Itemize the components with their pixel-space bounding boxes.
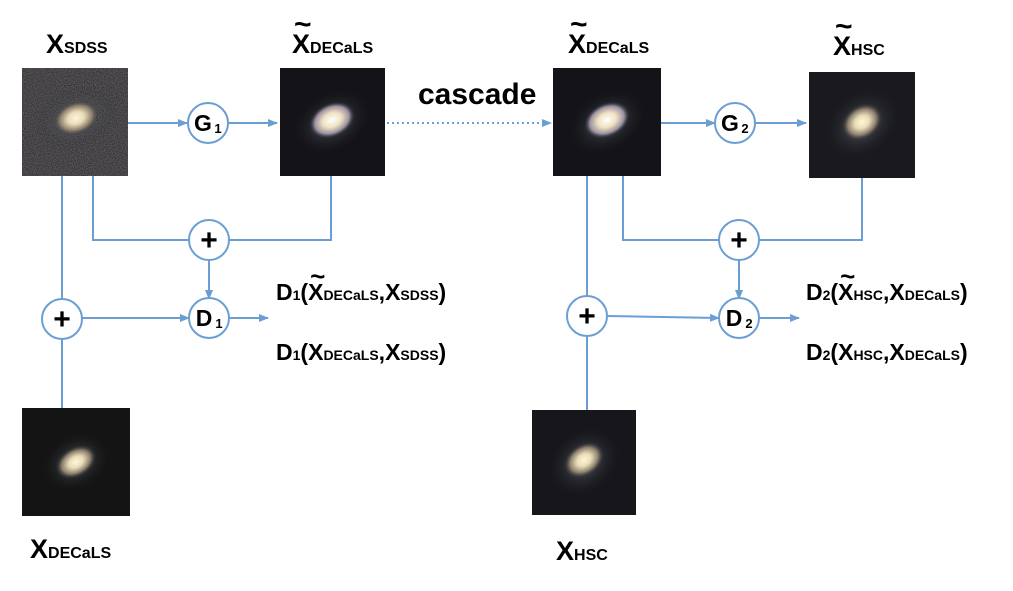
comma: , — [378, 339, 386, 365]
expr-d1-generated: D1(XDECaLS,XSDSS) — [276, 263, 447, 305]
g2-label: G — [721, 110, 739, 136]
arg2: X — [889, 339, 905, 365]
g2-subscript: 2 — [741, 121, 748, 136]
fn-sub: 1 — [292, 347, 301, 363]
expr-d1-real: D1(XDECaLS,XSDSS) — [276, 341, 446, 364]
galaxy-decals-input-image — [553, 68, 661, 176]
plus-symbol: + — [730, 224, 748, 257]
paren-open: ( — [830, 339, 839, 365]
arg1-sub: HSC — [853, 347, 883, 363]
cascade-label: cascade — [418, 78, 537, 111]
paren-close: ) — [959, 279, 968, 305]
arg2-sub: DECaLS — [904, 347, 960, 363]
fn-sub: 1 — [292, 287, 301, 303]
d1-label: D — [196, 305, 213, 331]
arg2-sub: SDSS — [400, 347, 439, 363]
arg2: X — [385, 339, 401, 365]
g1-node: G 1 — [187, 102, 229, 144]
label-x-decals-generated: XDECaLS — [292, 10, 374, 58]
galaxy-decals-real-image — [22, 408, 130, 516]
fn: D — [276, 339, 293, 365]
label-subscript: DECaLS — [310, 40, 374, 57]
arg1-sub: DECaLS — [323, 347, 379, 363]
paren-open: ( — [300, 339, 309, 365]
fn: D — [806, 339, 823, 365]
arg2-sub: SDSS — [400, 287, 439, 303]
paren-close: ) — [438, 339, 447, 365]
plus-node-right-top: + — [718, 219, 760, 261]
label-main: X — [30, 534, 49, 564]
label-x-hsc-generated: XHSC — [833, 12, 885, 60]
g1-subscript: 1 — [214, 121, 221, 136]
arg1-tilde: X — [838, 263, 854, 304]
label-subscript: HSC — [574, 547, 608, 564]
paren-close: ) — [959, 339, 968, 365]
comma: , — [883, 279, 890, 305]
fn: D — [806, 279, 823, 305]
label-x-hsc: XHSC — [556, 538, 608, 565]
arg1: X — [838, 339, 854, 365]
galaxy-hsc-real-image — [532, 410, 636, 515]
plus-node-right-bottom: + — [566, 295, 608, 337]
d2-node: D 2 — [718, 297, 760, 339]
label-subscript: SDSS — [64, 40, 108, 57]
label-x-sdss: XSDSS — [46, 31, 108, 58]
plus-symbol: + — [578, 300, 596, 333]
d2-subscript: 2 — [745, 316, 752, 331]
label-x-decals-input: XDECaLS — [568, 10, 650, 58]
label-main-tilde: X — [833, 12, 851, 60]
expr-d2-generated: D2(XHSC,XDECaLS) — [806, 263, 968, 305]
d1-node: D 1 — [188, 297, 230, 339]
galaxy-sdss-image — [22, 68, 128, 176]
arg2: X — [385, 279, 401, 305]
arg1-sub: HSC — [853, 287, 883, 303]
label-main-tilde: X — [292, 10, 310, 58]
plus-node-left-top: + — [188, 219, 230, 261]
fn-sub: 2 — [822, 287, 831, 303]
d2-label: D — [726, 305, 743, 331]
fn-sub: 2 — [822, 347, 831, 363]
connections — [61, 119, 863, 410]
plus-node-left-bottom: + — [41, 298, 83, 340]
label-main-tilde: X — [568, 10, 586, 58]
label-x-decals: XDECaLS — [30, 536, 111, 563]
arg1-sub: DECaLS — [323, 287, 379, 303]
fn: D — [276, 279, 293, 305]
plus-symbol: + — [200, 224, 218, 257]
arg2: X — [889, 279, 905, 305]
label-subscript: DECaLS — [586, 40, 650, 57]
paren-close: ) — [438, 279, 447, 305]
paren-open: ( — [300, 279, 309, 305]
g2-node: G 2 — [714, 102, 756, 144]
d1-subscript: 1 — [215, 316, 222, 331]
arg1-tilde: X — [308, 263, 324, 304]
comma: , — [883, 339, 890, 365]
plus-symbol: + — [53, 303, 71, 336]
arg1: X — [308, 339, 324, 365]
label-subscript: DECaLS — [48, 545, 112, 562]
galaxy-hsc-generated-image — [809, 72, 915, 178]
paren-open: ( — [830, 279, 839, 305]
arg2-sub: DECaLS — [904, 287, 960, 303]
comma: , — [378, 279, 386, 305]
expr-d2-real: D2(XHSC,XDECaLS) — [806, 341, 968, 364]
label-subscript: HSC — [851, 42, 885, 59]
label-main: X — [556, 536, 575, 566]
label-main: X — [46, 29, 65, 59]
g1-label: G — [194, 110, 212, 136]
galaxy-decals-generated-image — [280, 68, 385, 176]
